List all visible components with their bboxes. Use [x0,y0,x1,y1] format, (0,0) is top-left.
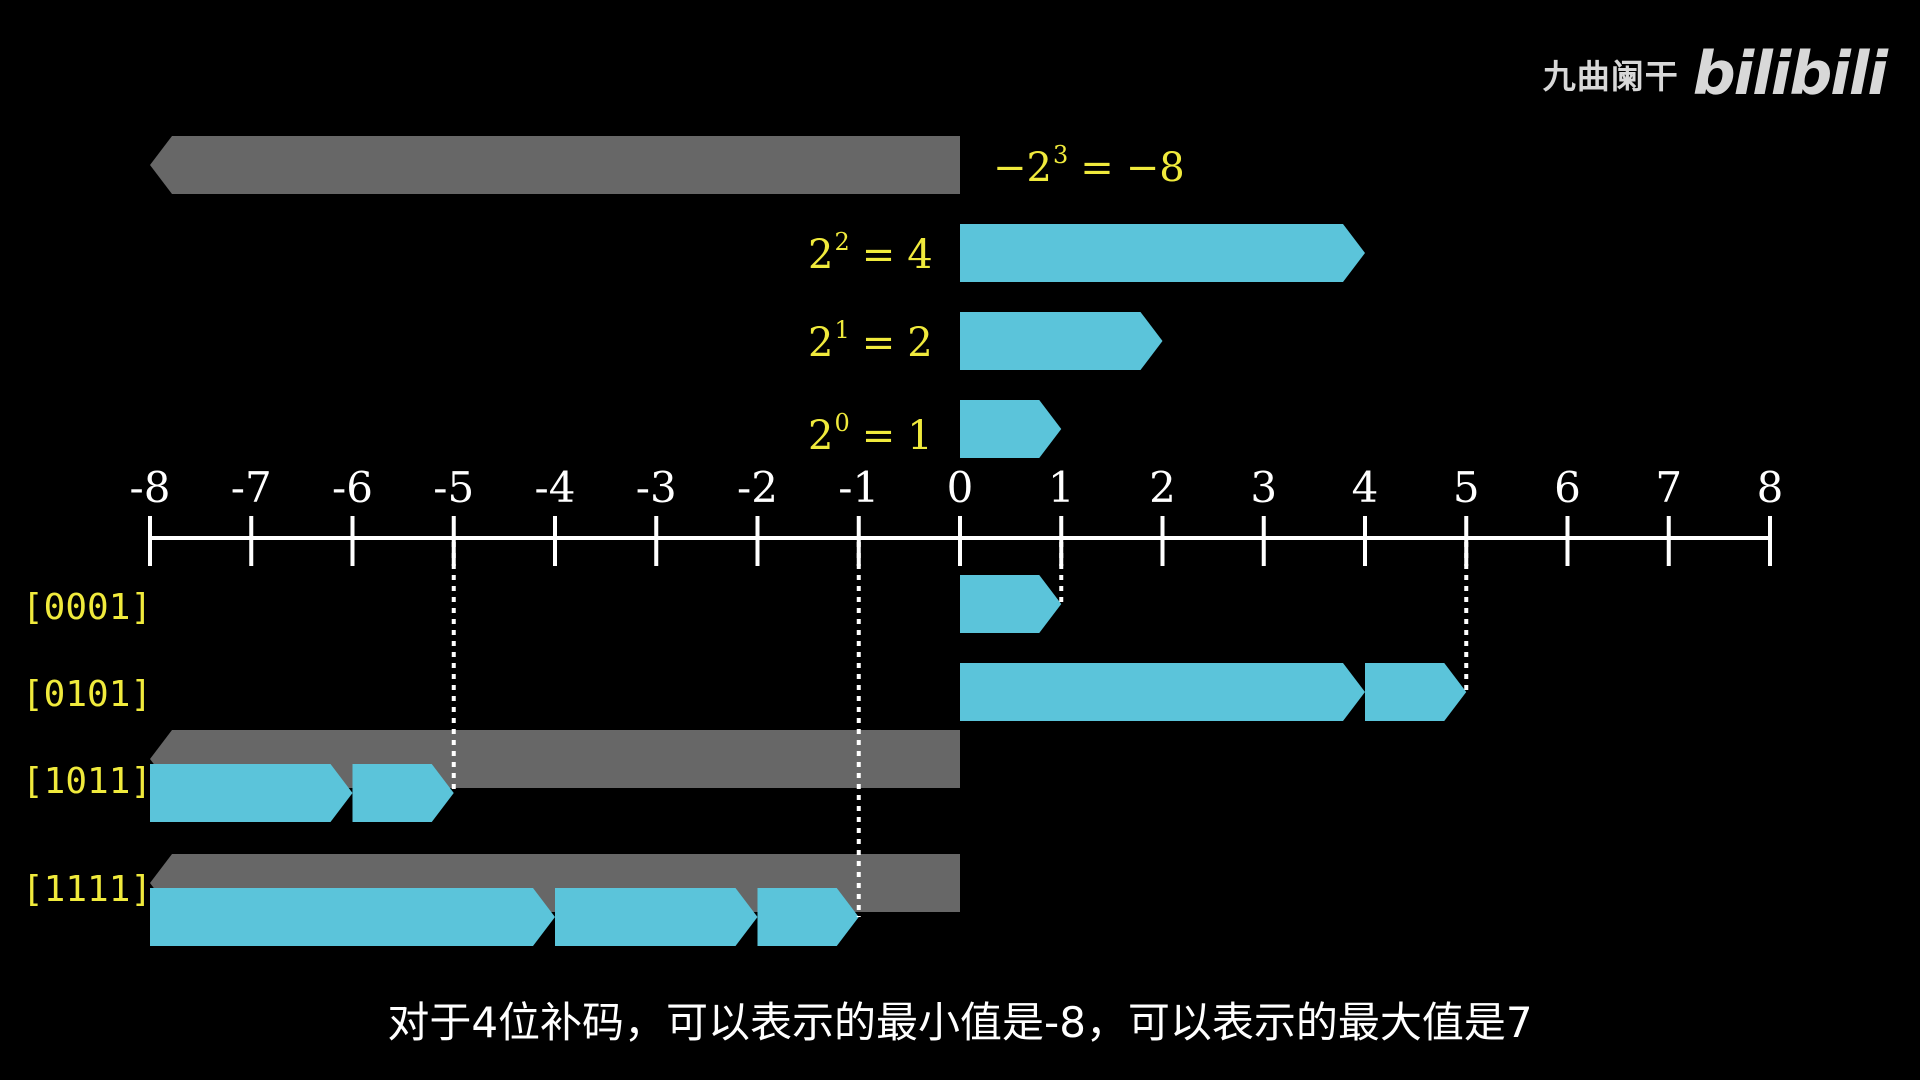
axis-tick-label: 5 [1453,463,1480,512]
formula-base: 2 [808,413,834,459]
formula-exponent: 2 [834,228,850,256]
place-value-bar-bit1 [960,312,1163,370]
binary-label-0001: [0001] [22,587,153,628]
axis-tick-label: 1 [1048,463,1075,512]
axis-tick-label: -7 [231,463,272,512]
formula-bit0: 20 =1 [808,409,933,466]
equals-sign: = [861,232,896,278]
axis-tick-label: -3 [636,463,677,512]
equals-sign: = [861,413,896,459]
axis-tick-label: 3 [1250,463,1277,512]
formula-bit2: 22 =4 [808,228,933,285]
formula-base: 2 [808,232,834,278]
place-value-bar-bit2 [960,224,1365,282]
place-value-bar-bit3 [150,136,960,194]
segment-bar [757,888,859,946]
formula-result: 4 [907,232,933,278]
axis-tick-label: 8 [1757,463,1784,512]
axis-tick-label: -6 [332,463,373,512]
channel-name: 九曲阑干 [1542,57,1679,96]
segment-bar [352,764,454,822]
axis-tick-label: -1 [838,463,879,512]
formula-result: −8 [1125,145,1185,191]
equals-sign: = [861,320,896,366]
bilibili-logo: bilibili [1692,39,1888,109]
segment-bar [150,764,353,822]
segment-bar [1365,663,1467,721]
segment-bar [960,575,1062,633]
example-bars [150,575,1467,946]
number-line: -8 -7 -6 -5 -4 -3 -2 -1 0 1 2 3 4 5 6 7 8 [130,463,1784,566]
formula-exponent: 3 [1052,141,1069,169]
axis-tick-label: 0 [947,463,974,512]
axis-tick-label: -2 [737,463,778,512]
segment-bar [150,888,555,946]
formula-result: 2 [907,320,933,366]
axis-tick-label: 2 [1149,463,1176,512]
place-value-bar-bit0 [960,400,1062,458]
formula-exponent: 1 [834,316,850,344]
dotted-guide-lines [451,542,1469,917]
axis-tick-label: -5 [433,463,474,512]
formula-result: 1 [907,413,933,459]
bilibili-watermark: 九曲阑干 bilibili [1542,34,1888,114]
binary-label-0101: [0101] [22,674,153,715]
segment-bar [555,888,758,946]
axis-tick-label: -8 [130,463,171,512]
binary-label-1111: [1111] [22,869,153,910]
formula-bit3: −23 =−8 [993,141,1185,198]
segment-bar [960,663,1365,721]
subtitle-caption: 对于4位补码，可以表示的最小值是-8，可以表示的最大值是7 [387,998,1533,1047]
axis-tick-label: 7 [1655,463,1682,512]
place-value-bars [150,136,1365,458]
formula-base: 2 [808,320,834,366]
axis-tick-label: 6 [1554,463,1581,512]
formula-base: −2 [993,145,1052,191]
axis-tick-label: -4 [535,463,576,512]
axis-tick-label: 4 [1352,463,1379,512]
binary-label-1011: [1011] [22,761,153,802]
equals-sign: = [1080,145,1114,191]
formula-exponent: 0 [834,409,850,437]
formula-bit1: 21=2 [808,316,933,373]
